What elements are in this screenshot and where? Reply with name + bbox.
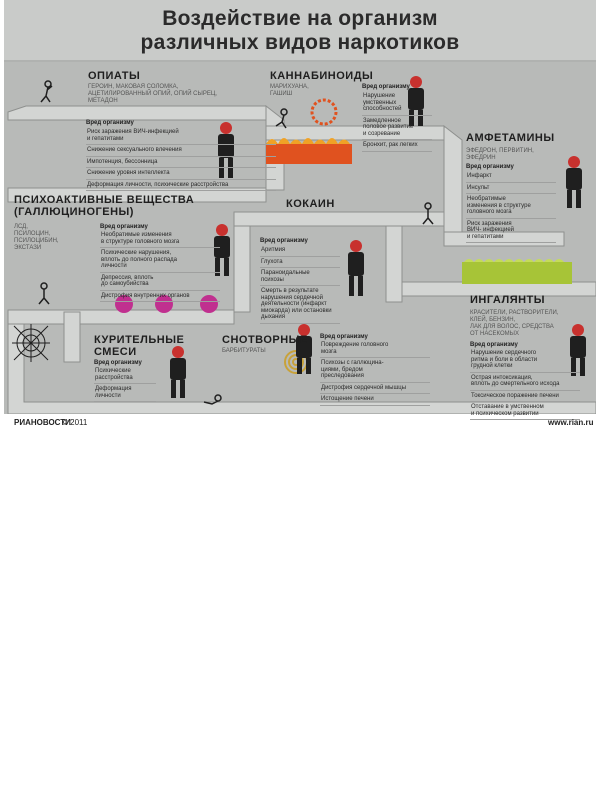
cocaine-harm-item: Глухота	[260, 259, 340, 268]
silhouettes	[170, 76, 586, 398]
cocaine-harm-item: Параноидальные психозы	[260, 270, 340, 286]
sleeping-pills-harm-label: Вред организму	[320, 334, 368, 340]
opiates-harm-item: Риск заражения ВИЧ-инфекцией и гепатитам…	[86, 129, 276, 145]
amphetamines-heading: АМФЕТАМИНЫ	[466, 132, 555, 144]
floor	[7, 323, 596, 414]
sleeping-pills-harm-item: Истощение печени	[320, 396, 430, 406]
figure-smoking	[170, 346, 186, 398]
inhalants-subtitle: КРАСИТЕЛИ, РАСТВОРИТЕЛИ, КЛЕЙ, БЕНЗИН, Л…	[470, 310, 559, 337]
figure-sleeping	[296, 324, 312, 374]
cocaine-harm-item: Смерть в результате нарушения сердечной …	[260, 288, 340, 324]
smoking-mixes-harm-item: Психические расстройства	[94, 368, 156, 384]
smoking-mixes-harm-item: Деформация личности	[94, 386, 156, 402]
spider-web-icon	[12, 324, 50, 362]
opiates-harm-item: Импотенция, бессонница	[86, 159, 276, 168]
figure-cocaine	[348, 240, 364, 296]
figure-psychoactive	[214, 224, 230, 276]
flames	[266, 138, 352, 144]
infographic-poster: Воздействие на организм различных видов …	[4, 0, 596, 430]
amphetamines-harm-label: Вред организму	[466, 164, 514, 170]
opiates-heading: ОПИАТЫ	[88, 70, 141, 82]
psychoactive-harm-item: Необратимые изменения в структуре головн…	[100, 232, 220, 248]
cannabinoids-harm-list: Нарушение умственных способностей Замедл…	[362, 93, 432, 154]
maze-illustration	[4, 62, 596, 414]
sleeping-pills-harm-item: Психозы с галлюцина- циями, бредом пресл…	[320, 360, 430, 383]
amphetamines-subtitle: ЭФЕДРОН, ПЕРВИТИН, ЭФЕДРИН	[466, 148, 534, 161]
cocaine-harm-item: Аритмия	[260, 247, 340, 257]
opiates-subtitle: ГЕРОИН, МАКОВАЯ СОЛОМКА, АЦЕТИЛИРОВАННЫЙ…	[88, 84, 217, 104]
inhalants-harm-label: Вред организму	[470, 342, 518, 348]
smoking-mixes-heading: КУРИТЕЛЬНЫЕ СМЕСИ	[94, 334, 185, 358]
figure-amphetamine	[566, 156, 582, 208]
platform-top-left	[7, 105, 267, 121]
inhalants-harm-item: Нарушение сердечного ритма и боли в обла…	[470, 350, 580, 373]
amphetamines-harm-list: Инфаркт Инсульт Необратимые изменения в …	[466, 173, 556, 245]
inhalants-heading: ИНГАЛЯНТЫ	[470, 294, 546, 306]
opiates-harm-list: Риск заражения ВИЧ-инфекцией и гепатитам…	[86, 129, 276, 193]
cocaine-heading: КОКАИН	[286, 198, 335, 210]
opiates-harm-label: Вред организму	[86, 120, 134, 126]
amphetamines-harm-item: Необратимые изменения в структуре головн…	[466, 196, 556, 219]
amphetamines-harm-item: Риск заражения ВИЧ- инфекцией и гепатита…	[466, 221, 556, 243]
inhalants-harm-item: Отставание в умственном и психическом ра…	[470, 404, 580, 420]
cocaine-harm-label: Вред организму	[260, 238, 308, 244]
platform-mid-left	[7, 187, 267, 203]
psychoactive-heading: ПСИХОАКТИВНЫЕ ВЕЩЕСТВА (ГАЛЛЮЦИНОГЕНЫ)	[14, 194, 195, 218]
psychoactive-harm-item: Психические нарушения, вплоть до полного…	[100, 250, 220, 273]
cannabinoids-harm-item: Бронхит, рак легких	[362, 142, 432, 152]
wall-amphetamine-left	[443, 124, 463, 233]
sleeping-pills-heading: СНОТВОРНЫЕ	[222, 334, 308, 346]
sleeping-pills-harm-item: Дистрофия сердечной мышцы	[320, 385, 430, 394]
opiates-harm-item: Снижение сексуального влечения	[86, 147, 276, 157]
wall-smoking-left	[63, 311, 81, 363]
cocaine-harm-list: Аритмия Глухота Параноидальные психозы С…	[260, 247, 340, 326]
acid-bubbles	[464, 259, 564, 262]
inhalants-harm-item: Токсическое поражение печени	[470, 393, 580, 402]
psychoactive-harm-list: Необратимые изменения в структуре головн…	[100, 232, 220, 304]
figure-opiates	[218, 122, 234, 178]
title-band: Воздействие на организм различных видов …	[4, 0, 596, 62]
opiates-harm-item: Снижение уровня интеллекта	[86, 170, 276, 180]
figure-cannabis	[408, 76, 424, 126]
inhalants-harm-list: Нарушение сердечного ритма и боли в обла…	[470, 350, 580, 422]
wall-cocaine-left	[233, 225, 251, 313]
figure-inhalants	[570, 324, 586, 376]
fire-ring-icon	[310, 98, 338, 126]
page-title-line-2: различных видов наркотиков	[140, 31, 460, 54]
pacman-creatures	[115, 295, 218, 313]
psychoactive-harm-label: Вред организму	[100, 224, 148, 230]
platform-cocaine-top	[233, 211, 445, 227]
smoking-mixes-harm-list: Психические расстройства Деформация личн…	[94, 368, 156, 404]
amphetamines-harm-item: Инфаркт	[466, 173, 556, 183]
sleeping-pills-harm-list: Повреждение головного мозга Психозы с га…	[320, 342, 430, 408]
acid-pool	[462, 262, 572, 284]
cannabinoids-heading: КАННАБИНОИДЫ	[270, 70, 374, 82]
copyright-year: © 2011	[62, 418, 88, 427]
cannabinoids-harm-item: Замедленное половое развитие и созревани…	[362, 118, 432, 140]
source-url: www.rian.ru	[548, 418, 594, 427]
sleeping-pills-subtitle: БАРБИТУРАТЫ	[222, 348, 266, 354]
cannabinoids-subtitle: МАРИХУАНА, ГАШИШ	[270, 84, 309, 97]
psychoactive-harm-item: Депрессия, вплоть до самоубийства	[100, 275, 220, 291]
psychoactive-harm-item: Дистрофия внутренних органов	[100, 293, 220, 302]
ria-novosti-logo: РИАНОВОСТИ	[14, 418, 71, 427]
stick-figures	[38, 80, 434, 405]
page-title-line-1: Воздействие на организм	[162, 7, 438, 30]
fire-pit	[266, 144, 352, 164]
amphetamines-harm-item: Инсульт	[466, 185, 556, 194]
sleeping-pills-harm-item: Повреждение головного мозга	[320, 342, 430, 358]
cannabinoids-harm-label: Вред организму	[362, 84, 410, 90]
psychoactive-subtitle: ЛСД, ПСИЛОЦИН, ПСИЛОЦИБИН, ЭКСТАЗИ	[14, 224, 59, 251]
wall-cocaine-right	[385, 225, 403, 303]
opiates-harm-item: Деформация личности, психические расстро…	[86, 182, 276, 191]
cannabinoids-harm-item: Нарушение умственных способностей	[362, 93, 432, 116]
inhalants-harm-item: Острая интоксикация, вплоть до смертельн…	[470, 375, 580, 391]
smoking-mixes-harm-label: Вред организму	[94, 360, 142, 366]
